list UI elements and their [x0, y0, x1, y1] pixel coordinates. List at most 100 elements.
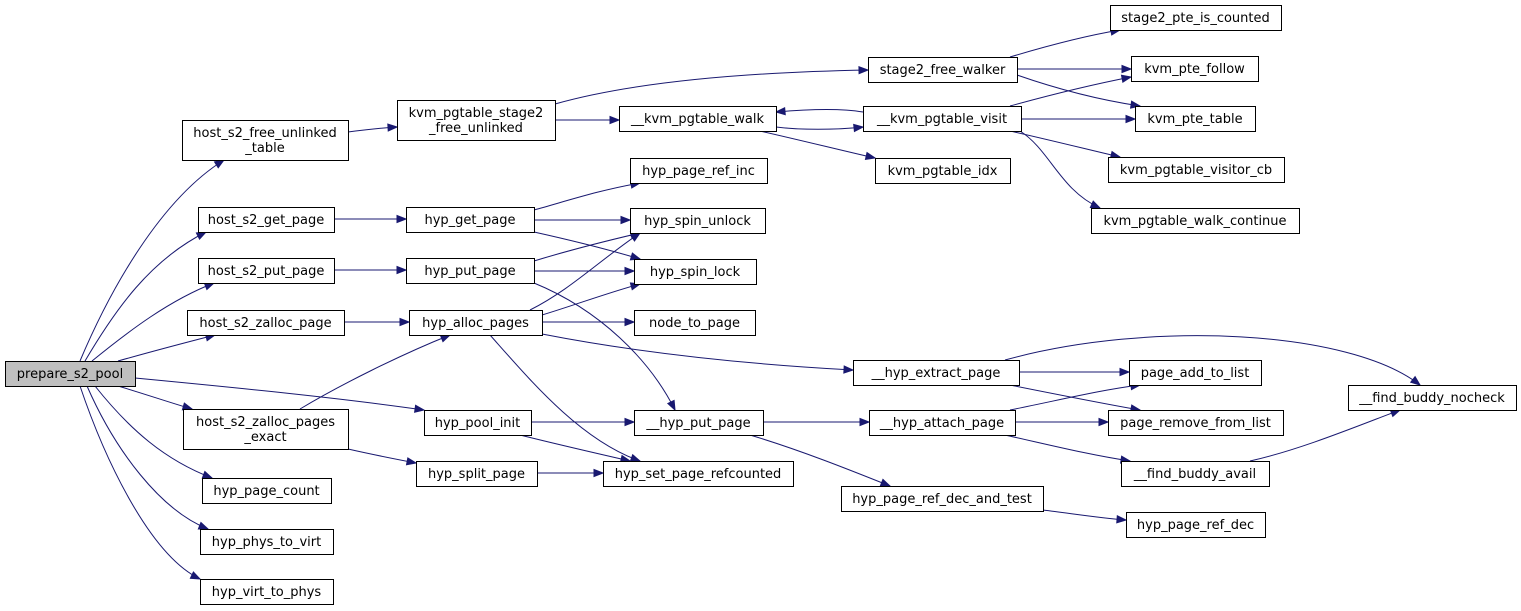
node-hyp_phys_to_virt[interactable]: hyp_phys_to_virt — [200, 529, 334, 555]
node-hyp_split_page[interactable]: hyp_split_page — [416, 461, 538, 487]
node-hyp_set_page_refcounted[interactable]: hyp_set_page_refcounted — [603, 461, 794, 487]
edge-line — [1016, 74, 1141, 107]
node-node_to_page[interactable]: node_to_page — [634, 310, 756, 336]
edge-host_s2_put_page-to-hyp_put_page — [334, 265, 408, 275]
arrowhead-icon — [189, 571, 202, 580]
edge-line — [1009, 384, 1141, 411]
arrowhead-icon — [1121, 64, 1133, 74]
node-host_s2_put_page[interactable]: host_s2_put_page — [198, 258, 335, 284]
edge-line — [347, 448, 417, 464]
arrowhead-icon — [864, 151, 877, 161]
arrowhead-icon — [620, 215, 632, 225]
node-label: hyp_pool_init — [435, 416, 521, 431]
edge-line — [299, 334, 451, 410]
edge-line — [91, 282, 215, 362]
node-page_add_to_list[interactable]: page_add_to_list — [1129, 360, 1262, 386]
node-host_s2_free_unlinked_table[interactable]: host_s2_free_unlinked_table — [182, 120, 349, 161]
node-hyp_spin_lock[interactable]: hyp_spin_lock — [634, 259, 757, 285]
edge-prepare_s2_pool-to-host_s2_zalloc_pages_exact — [117, 385, 194, 411]
node-hyp_page_ref_inc[interactable]: hyp_page_ref_inc — [630, 158, 768, 184]
arrowhead-icon — [1125, 114, 1137, 124]
arrowhead-icon — [1089, 200, 1102, 209]
node-__find_buddy_avail[interactable]: __find_buddy_avail — [1121, 461, 1270, 487]
edge-line — [1009, 29, 1121, 58]
node-kvm_pte_follow[interactable]: kvm_pte_follow — [1131, 56, 1259, 82]
node-hyp_page_count[interactable]: hyp_page_count — [202, 478, 332, 504]
edge-stage2_free_walker-to-kvm_pte_table — [1016, 74, 1142, 109]
node-__kvm_pgtable_visit[interactable]: __kvm_pgtable_visit — [863, 106, 1022, 132]
node-box — [1126, 512, 1266, 538]
node-stage2_free_walker[interactable]: stage2_free_walker — [868, 57, 1018, 83]
node-kvm_pte_table[interactable]: kvm_pte_table — [1135, 106, 1256, 132]
node-kvm_pgtable_stage2_free_unlinked[interactable]: kvm_pgtable_stage2_free_unlinked — [397, 100, 556, 141]
node-box — [202, 478, 332, 504]
edge-__hyp_put_page-to-__hyp_attach_page — [762, 417, 871, 427]
node-label: stage2_free_walker — [880, 63, 1006, 78]
call-edges — [79, 27, 1422, 580]
node-hyp_virt_to_phys[interactable]: hyp_virt_to_phys — [200, 579, 334, 605]
edge-hyp_alloc_pages-to-hyp_spin_unlock — [529, 232, 642, 311]
node-__hyp_attach_page[interactable]: __hyp_attach_page — [869, 410, 1016, 436]
node-prepare_s2_pool[interactable]: prepare_s2_pool — [5, 361, 136, 387]
edge-line — [775, 108, 864, 113]
node-host_s2_zalloc_pages_exact[interactable]: host_s2_zalloc_pages_exact — [183, 409, 349, 450]
edge-__kvm_pgtable_visit-to-kvm_pte_follow — [1009, 74, 1133, 107]
arrowhead-icon — [405, 457, 418, 466]
node-box — [409, 310, 543, 336]
arrowhead-icon — [774, 106, 786, 116]
node-hyp_page_ref_dec_and_test[interactable]: hyp_page_ref_dec_and_test — [841, 486, 1044, 512]
edge-line — [533, 282, 676, 411]
edge-__kvm_pgtable_visit-to-kvm_pgtable_walk_continue — [1019, 130, 1102, 209]
node-label: hyp_alloc_pages — [422, 316, 529, 331]
arrowhead-icon — [399, 317, 411, 327]
edge-host_s2_zalloc_pages_exact-to-hyp_split_page — [347, 448, 418, 466]
node-hyp_page_ref_dec[interactable]: hyp_page_ref_dec — [1126, 512, 1266, 538]
node-stage2_pte_is_counted[interactable]: stage2_pte_is_counted — [1110, 5, 1282, 31]
node-kvm_pgtable_idx[interactable]: kvm_pgtable_idx — [875, 158, 1011, 184]
arrowhead-icon — [859, 417, 871, 427]
node-hyp_pool_init[interactable]: hyp_pool_init — [424, 410, 532, 436]
edge-line — [94, 385, 213, 479]
node-label: _free_unlinked — [428, 121, 523, 136]
node-hyp_get_page[interactable]: hyp_get_page — [406, 207, 535, 233]
node-label: hyp_phys_to_virt — [212, 535, 321, 550]
edge-line — [541, 333, 854, 371]
node-box — [1110, 5, 1282, 31]
node-box — [198, 258, 335, 284]
node-box — [875, 158, 1011, 184]
node-host_s2_zalloc_page[interactable]: host_s2_zalloc_page — [187, 310, 345, 336]
node-label: hyp_spin_unlock — [644, 214, 751, 229]
edge-line — [533, 232, 641, 262]
arrowhead-icon — [396, 265, 408, 275]
node-box — [630, 158, 768, 184]
node-__kvm_pgtable_walk[interactable]: __kvm_pgtable_walk — [619, 106, 777, 132]
node-box — [863, 106, 1022, 132]
node-page_remove_from_list[interactable]: page_remove_from_list — [1108, 410, 1284, 436]
node-box — [1121, 461, 1270, 487]
edge-line — [1009, 76, 1132, 107]
edge-line — [759, 130, 876, 159]
node-hyp_alloc_pages[interactable]: hyp_alloc_pages — [409, 310, 543, 336]
node-kvm_pgtable_walk_continue[interactable]: kvm_pgtable_walk_continue — [1091, 208, 1300, 234]
node-__find_buddy_nocheck[interactable]: __find_buddy_nocheck — [1348, 385, 1517, 411]
arrowhead-icon — [629, 453, 642, 462]
node-hyp_spin_unlock[interactable]: hyp_spin_unlock — [630, 208, 766, 234]
edge-hyp_alloc_pages-to-hyp_set_page_refcounted — [489, 334, 642, 462]
node-label: kvm_pgtable_stage2 — [409, 106, 544, 121]
node-label: hyp_spin_lock — [650, 265, 741, 280]
node-box — [634, 259, 757, 285]
node-kvm_pgtable_visitor_cb[interactable]: kvm_pgtable_visitor_cb — [1108, 157, 1285, 183]
edge-line — [1019, 130, 1101, 209]
node-box — [183, 409, 349, 450]
node-__hyp_put_page[interactable]: __hyp_put_page — [634, 410, 764, 436]
node-label: node_to_page — [649, 316, 740, 331]
node-label: stage2_pte_is_counted — [1121, 11, 1270, 26]
node-host_s2_get_page[interactable]: host_s2_get_page — [198, 207, 335, 233]
node-hyp_put_page[interactable]: hyp_put_page — [406, 258, 535, 284]
node-__hyp_extract_page[interactable]: __hyp_extract_page — [853, 360, 1020, 386]
node-box — [630, 208, 766, 234]
arrowhead-icon — [413, 404, 426, 413]
edge-stage2_free_walker-to-kvm_pte_follow — [1017, 64, 1133, 74]
arrowhead-icon — [1120, 74, 1133, 83]
node-box — [603, 461, 794, 487]
